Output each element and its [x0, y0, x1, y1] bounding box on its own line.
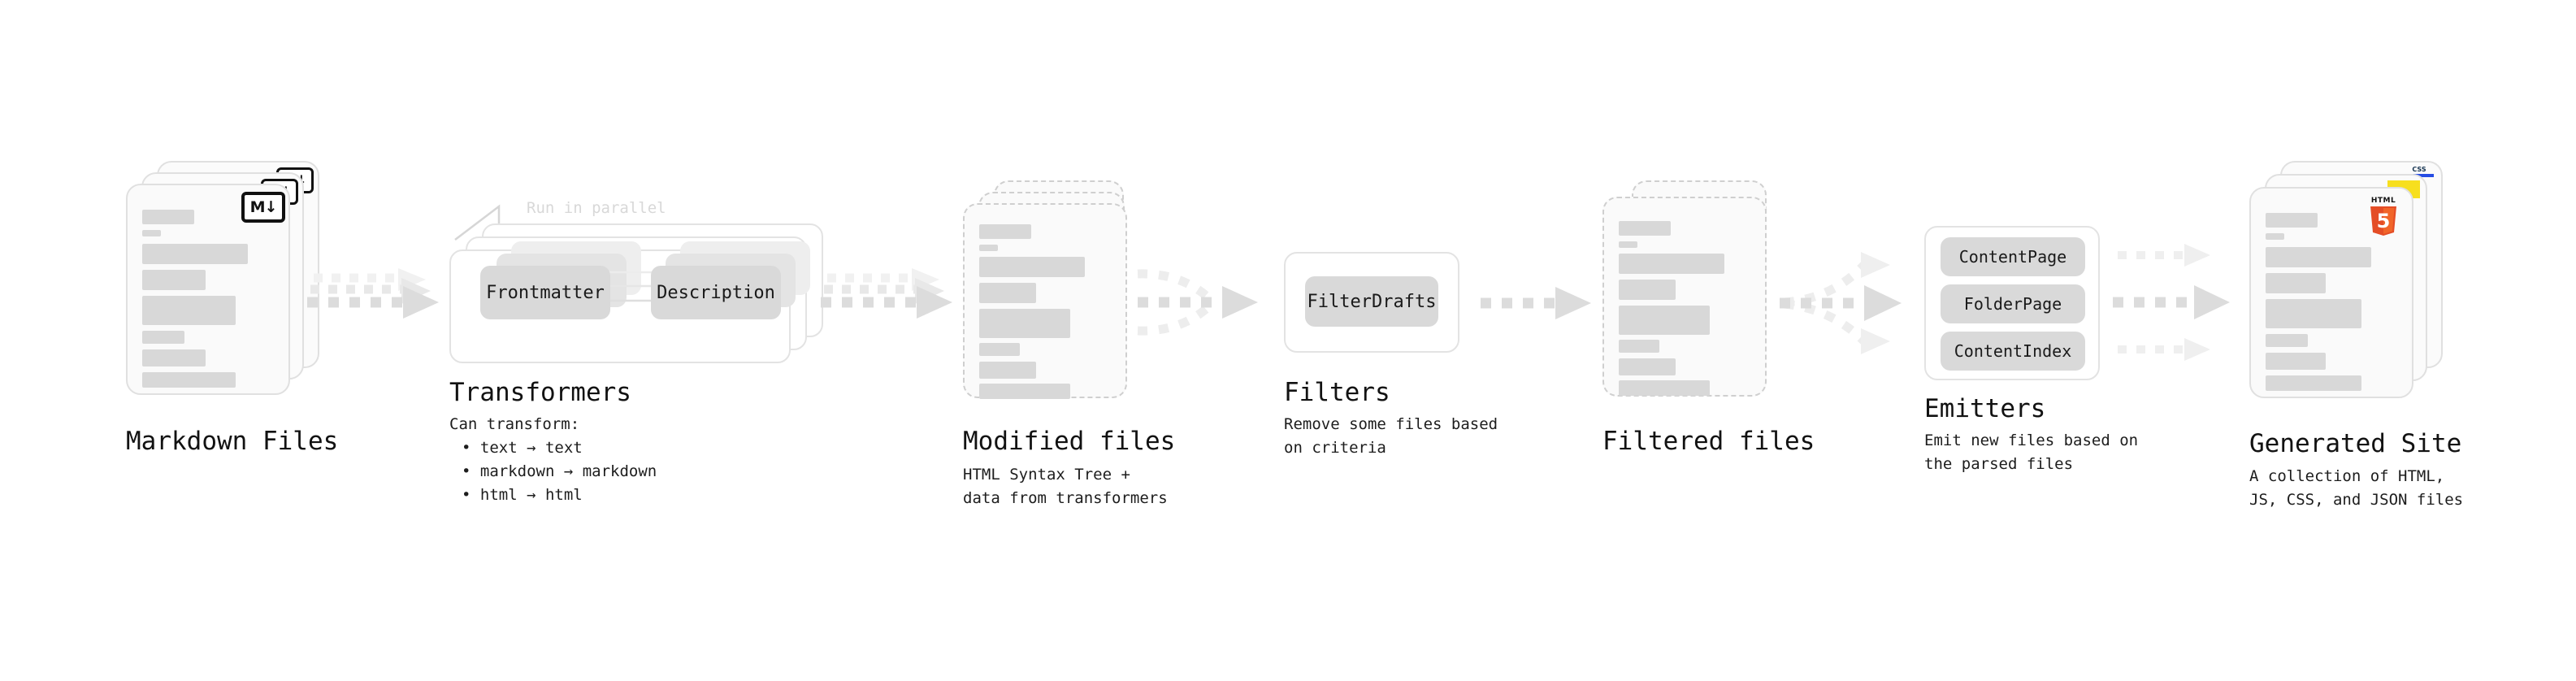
chip-description-label: Description [657, 282, 775, 303]
markdown-badge-front: M↓ [241, 192, 285, 223]
chip-filterdrafts[interactable]: FilterDrafts [1305, 276, 1438, 327]
skeleton-bar [1619, 280, 1676, 300]
skeleton-bar [979, 224, 1031, 239]
skeleton-bar [2266, 353, 2326, 370]
emitters-subtitle: Emit new files based on the parsed files [1924, 432, 2139, 473]
connector-filters-to-filtered [1481, 287, 1591, 319]
css3-badge-label: CSS [2412, 166, 2426, 173]
chip-folderpage[interactable]: FolderPage [1941, 284, 2085, 323]
svg-text:HTML: HTML [2371, 197, 2396, 205]
modified-card-front [963, 203, 1127, 399]
skeleton-bar [1619, 241, 1637, 248]
markdown-files-title: Markdown Files [126, 427, 339, 456]
chip-filterdrafts-label: FilterDrafts [1307, 291, 1437, 312]
chip-contentpage-label: ContentPage [1958, 247, 2067, 267]
skeleton-bar [2266, 299, 2361, 328]
skeleton-bar [979, 343, 1020, 356]
connector-modified-to-filters [1137, 269, 1258, 336]
svg-text:5: 5 [2377, 210, 2391, 232]
transformers-bullet-0: • text → text [462, 439, 583, 457]
filters-title: Filters [1284, 378, 1390, 407]
chip-contentpage[interactable]: ContentPage [1941, 237, 2085, 276]
run-in-parallel-label: Run in parallel [527, 199, 666, 217]
skeleton-bar [1619, 306, 1710, 335]
skeleton-bar [1619, 358, 1676, 375]
skeleton-bar [2266, 233, 2284, 240]
transformers-bullet-1: • markdown → markdown [462, 462, 657, 480]
skeleton-bar [1619, 340, 1659, 353]
skeleton-bar [979, 384, 1070, 399]
modified-files-subtitle: HTML Syntax Tree + data from transformer… [963, 466, 1168, 507]
skeleton-bar [979, 257, 1085, 277]
skeleton-bar [142, 270, 206, 290]
skeleton-bar [979, 283, 1036, 303]
html5-badge: HTML 5 [2370, 197, 2396, 236]
skeleton-bar [142, 349, 206, 367]
generated-site-title: Generated Site [2249, 429, 2462, 458]
skeleton-bar [142, 244, 248, 264]
modified-files-title: Modified files [963, 427, 1176, 456]
skeleton-bar [2266, 247, 2371, 267]
emitters-title: Emitters [1924, 394, 2046, 423]
generated-site-subtitle: A collection of HTML, JS, CSS, and JSON … [2249, 467, 2464, 509]
skeleton-bar [2266, 273, 2326, 293]
transformers-bullets-heading: Can transform: [449, 415, 580, 433]
skeleton-bar [142, 372, 236, 388]
skeleton-bar [2266, 213, 2318, 228]
skeleton-bar [142, 296, 236, 325]
connector-transformers-to-modified [821, 268, 952, 319]
filtered-card-front [1602, 197, 1767, 397]
skeleton-bar [142, 210, 194, 224]
skeleton-bar [1619, 254, 1724, 274]
skeleton-bar [979, 309, 1070, 338]
chip-contentindex-label: ContentIndex [1954, 341, 2072, 361]
skeleton-bar [142, 230, 161, 236]
skeleton-bar [1619, 380, 1710, 396]
filters-subtitle: Remove some files based on criteria [1284, 415, 1498, 457]
chip-folderpage-label: FolderPage [1963, 294, 2062, 314]
skeleton-bar [1619, 221, 1671, 236]
skeleton-bar [979, 245, 998, 251]
chip-frontmatter-label: Frontmatter [486, 282, 605, 303]
skeleton-bar [2266, 334, 2308, 347]
chip-contentindex[interactable]: ContentIndex [1941, 332, 2085, 371]
connector-emitters-to-site [2113, 244, 2230, 361]
markdown-badge-arrow-front: ↓ [264, 197, 278, 216]
chip-frontmatter[interactable]: Frontmatter [480, 266, 610, 319]
markdown-badge-letter-front: M [249, 197, 266, 216]
connector-markdown-to-transformers [307, 268, 439, 319]
skeleton-bar [142, 331, 184, 344]
transformers-title: Transformers [449, 378, 631, 407]
filtered-files-title: Filtered files [1602, 427, 1815, 456]
skeleton-bar [979, 362, 1036, 379]
chip-description[interactable]: Description [651, 266, 781, 319]
skeleton-bar [2266, 375, 2361, 391]
connector-filtered-to-emitters [1780, 252, 1902, 354]
transformers-bullet-2: • html → html [462, 486, 583, 504]
